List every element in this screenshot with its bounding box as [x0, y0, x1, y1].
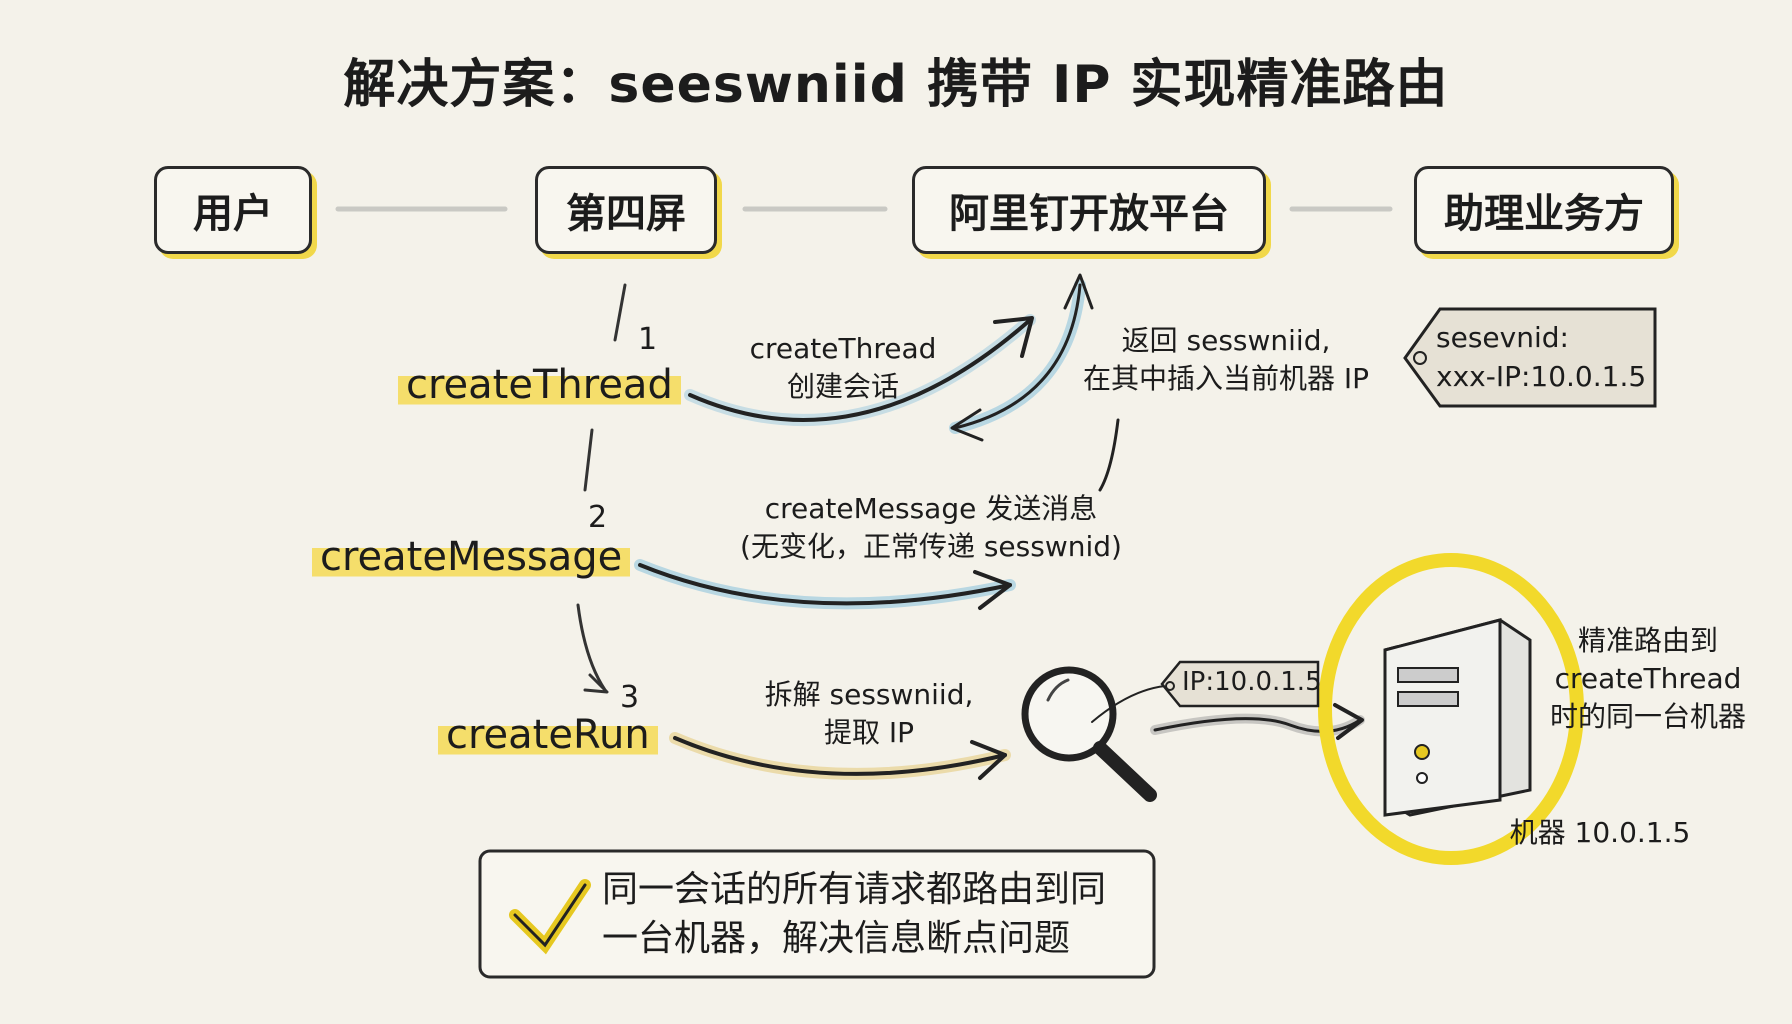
note-line: 返回 sesswniid, [1121, 324, 1331, 357]
arrow-return [953, 283, 1082, 430]
actor-assistant-business: 助理业务方 [1414, 166, 1674, 254]
session-tag-shape [1403, 307, 1657, 408]
step-number: 1 [638, 322, 658, 357]
page-title: 解决方案：seeswniid 携带 IP 实现精准路由 [343, 55, 1449, 115]
arrow-route [1153, 717, 1362, 733]
actor-fourth-screen: 第四屏 [535, 166, 717, 254]
note-create-run: 拆解 sesswniid, 提取 IP [744, 676, 994, 752]
step-create-message: createMessage [312, 534, 631, 580]
conclusion-line: 一台机器，解决信息断点问题 [602, 917, 1071, 959]
note-line: 时的同一台机器 [1549, 699, 1746, 733]
highlight-ring [1318, 553, 1584, 865]
machine-label: 机器 10.0.1.5 [1509, 816, 1691, 849]
step-number: 3 [620, 680, 640, 715]
session-tag: sesevnid: xxx-IP:10.0.1.5 [1436, 318, 1646, 396]
actor-dingtalk-platform: 阿里钉开放平台 [912, 166, 1266, 254]
tag-line: sesevnid: [1436, 321, 1569, 354]
arrow-create-message [638, 563, 1012, 606]
note-routing: 精准路由到 createThread 时的同一台机器 [1538, 622, 1758, 735]
note-create-message: createMessage 发送消息 (无变化，正常传递 sesswnid) [716, 490, 1146, 566]
arrow-create-run [673, 736, 1007, 776]
note-line: createThread [1554, 661, 1742, 695]
note-line: 提取 IP [823, 715, 915, 749]
note-line: (无变化，正常传递 sesswnid) [740, 529, 1122, 563]
conclusion-frame [478, 849, 1156, 979]
note-line: 精准路由到 [1577, 624, 1718, 657]
magnifier-icon [1021, 666, 1117, 762]
actor-user: 用户 [154, 166, 312, 254]
note-return: 返回 sesswniid, 在其中插入当前机器 IP [1066, 322, 1386, 398]
server-icon [1383, 618, 1532, 817]
note-create-thread: createThread 创建会话 [743, 330, 943, 406]
note-line: 拆解 sesswniid, [764, 678, 974, 711]
note-line: createMessage 发送消息 [764, 492, 1098, 525]
tag-line: xxx-IP:10.0.1.5 [1436, 360, 1647, 394]
arrow-create-thread [688, 318, 1032, 422]
step-number: 2 [588, 500, 608, 535]
check-icon [513, 883, 587, 948]
note-line: createThread [749, 332, 937, 365]
ip-tag: IP:10.0.1.5 [1182, 667, 1322, 697]
conclusion-text: 同一会话的所有请求都路由到同 一台机器，解决信息断点问题 [602, 866, 1106, 963]
conclusion-line: 同一会话的所有请求都路由到同 [602, 869, 1107, 910]
step-create-thread: createThread [398, 362, 681, 408]
note-line: 在其中插入当前机器 IP [1082, 361, 1370, 395]
note-line: 创建会话 [786, 369, 899, 403]
step-create-run: createRun [438, 712, 658, 758]
ip-tag-shape [1160, 660, 1320, 708]
